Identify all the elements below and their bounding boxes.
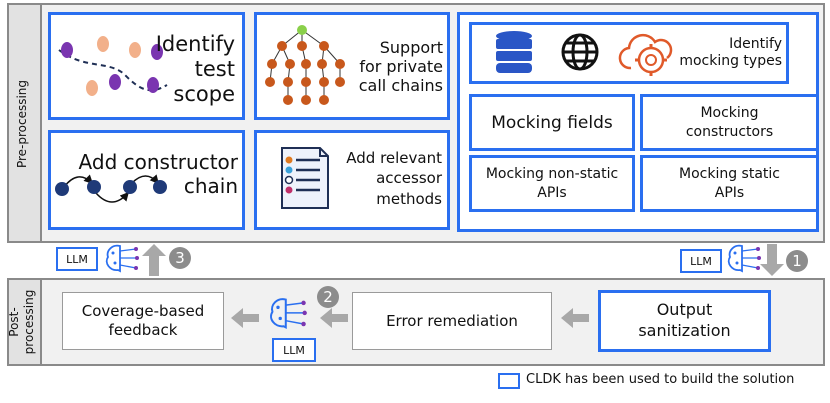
- left-arrow-icon: [561, 308, 589, 328]
- globe-icon: [561, 33, 599, 71]
- legend-swatch: [498, 373, 520, 389]
- step-1-label: 1: [792, 252, 802, 270]
- llm-badge-left: LLM: [56, 247, 98, 271]
- llm-label: LLM: [66, 252, 88, 266]
- private-call-chains-label: Support for private call chains: [358, 38, 443, 96]
- scatter-clusters-icon: [58, 36, 168, 96]
- call-tree-icon: [265, 25, 345, 105]
- up-arrow-icon: [142, 244, 166, 276]
- output-sanitization-box: Output sanitization: [598, 290, 771, 352]
- neural-brain-icon: [105, 244, 139, 273]
- mocking-constructors-label: Mocking constructors: [685, 105, 774, 140]
- mocking-non-static-apis-box: Mocking non-static APIs: [469, 155, 635, 212]
- coverage-feedback-label: Coverage-based feedback: [81, 301, 205, 340]
- postprocessing-label: Post- processing: [7, 289, 36, 355]
- llm-label: LLM: [690, 254, 712, 268]
- error-remediation-box: Error remediation: [352, 292, 552, 350]
- constructor-chain-label: Add constructor chain: [78, 150, 238, 198]
- coverage-feedback-box: Coverage-based feedback: [62, 292, 224, 350]
- left-arrow-icon: [231, 308, 259, 328]
- document-list-icon: [281, 147, 329, 209]
- mocking-constructors-box: Mocking constructors: [640, 94, 819, 151]
- down-arrow-icon: [760, 244, 784, 276]
- llm-badge-right: LLM: [680, 249, 722, 273]
- neural-brain-icon: [270, 298, 307, 329]
- postprocessing-sidebar: [7, 278, 42, 366]
- accessor-methods-label: Add relevant accessor methods: [346, 149, 442, 208]
- identify-mocking-types-label: Identify mocking types: [679, 36, 782, 69]
- mocking-static-apis-box: Mocking static APIs: [640, 155, 819, 212]
- identify-test-scope-label: Identify test scope: [155, 32, 235, 107]
- mocking-fields-label: Mocking fields: [491, 112, 613, 133]
- database-icon: [496, 31, 532, 73]
- mocking-static-apis-label: Mocking static APIs: [679, 166, 780, 201]
- left-arrow-icon: [320, 308, 348, 328]
- output-sanitization-label: Output sanitization: [638, 300, 731, 340]
- step-1-badge: 1: [786, 250, 808, 272]
- preprocessing-label: Pre-processing: [15, 79, 29, 169]
- constructor-chain-box: [48, 130, 245, 230]
- error-remediation-label: Error remediation: [386, 312, 518, 330]
- identify-test-scope-box: [48, 12, 245, 120]
- constructor-chain-icon: [55, 174, 167, 203]
- step-2-label: 2: [323, 288, 333, 306]
- neural-brain-icon: [727, 244, 761, 273]
- legend-label: CLDK has been used to build the solution: [526, 372, 795, 387]
- step-3-badge: 3: [169, 247, 191, 269]
- llm-badge-bottom: LLM: [272, 338, 316, 362]
- step-2-badge: 2: [317, 286, 339, 308]
- cloud-gear-icon: [618, 33, 673, 76]
- llm-label: LLM: [283, 343, 305, 357]
- step-3-label: 3: [175, 249, 185, 267]
- mocking-fields-box: Mocking fields: [469, 94, 635, 151]
- mocking-non-static-apis-label: Mocking non-static APIs: [485, 166, 619, 201]
